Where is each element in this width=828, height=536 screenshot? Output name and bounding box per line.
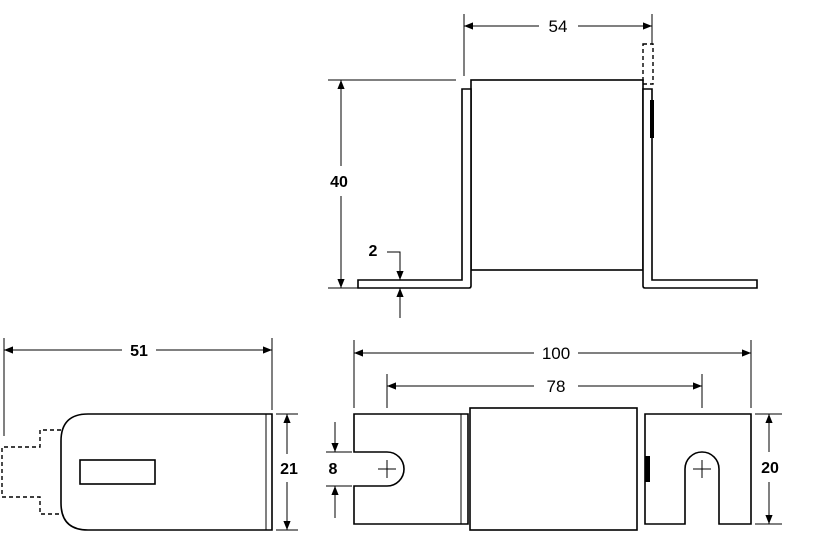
dim-label-54: 54: [549, 17, 568, 36]
dim-label-78: 78: [547, 377, 566, 396]
side-view-indicator: [1, 429, 61, 515]
dim-label-2: 2: [369, 243, 378, 260]
top-view-indicator-pin: [642, 43, 654, 85]
dim-label-20: 20: [761, 460, 779, 477]
dim-label-21: 21: [280, 461, 298, 478]
front-view: 100 78 8 20: [326, 340, 782, 531]
front-view-right-blade: [644, 413, 752, 525]
top-view-right-terminal: [642, 88, 758, 289]
top-view-fuse-body: [470, 79, 644, 271]
dim-label-100: 100: [542, 344, 570, 363]
dim-label-40: 40: [330, 174, 348, 191]
front-view-fuse-body: [469, 407, 638, 531]
side-view: 51 21: [1, 338, 298, 531]
top-view: 54 40 2: [328, 14, 758, 318]
side-view-window: [79, 459, 156, 485]
dim-label-8: 8: [329, 461, 338, 478]
front-view-left-blade: [353, 413, 469, 525]
top-view-left-terminal: [357, 88, 472, 289]
dim-arrow-2-top: [387, 251, 404, 280]
top-view-indicator: [650, 100, 654, 138]
front-view-indicator: [645, 456, 650, 482]
side-view-body: [60, 413, 273, 531]
dim-label-51: 51: [130, 343, 148, 360]
